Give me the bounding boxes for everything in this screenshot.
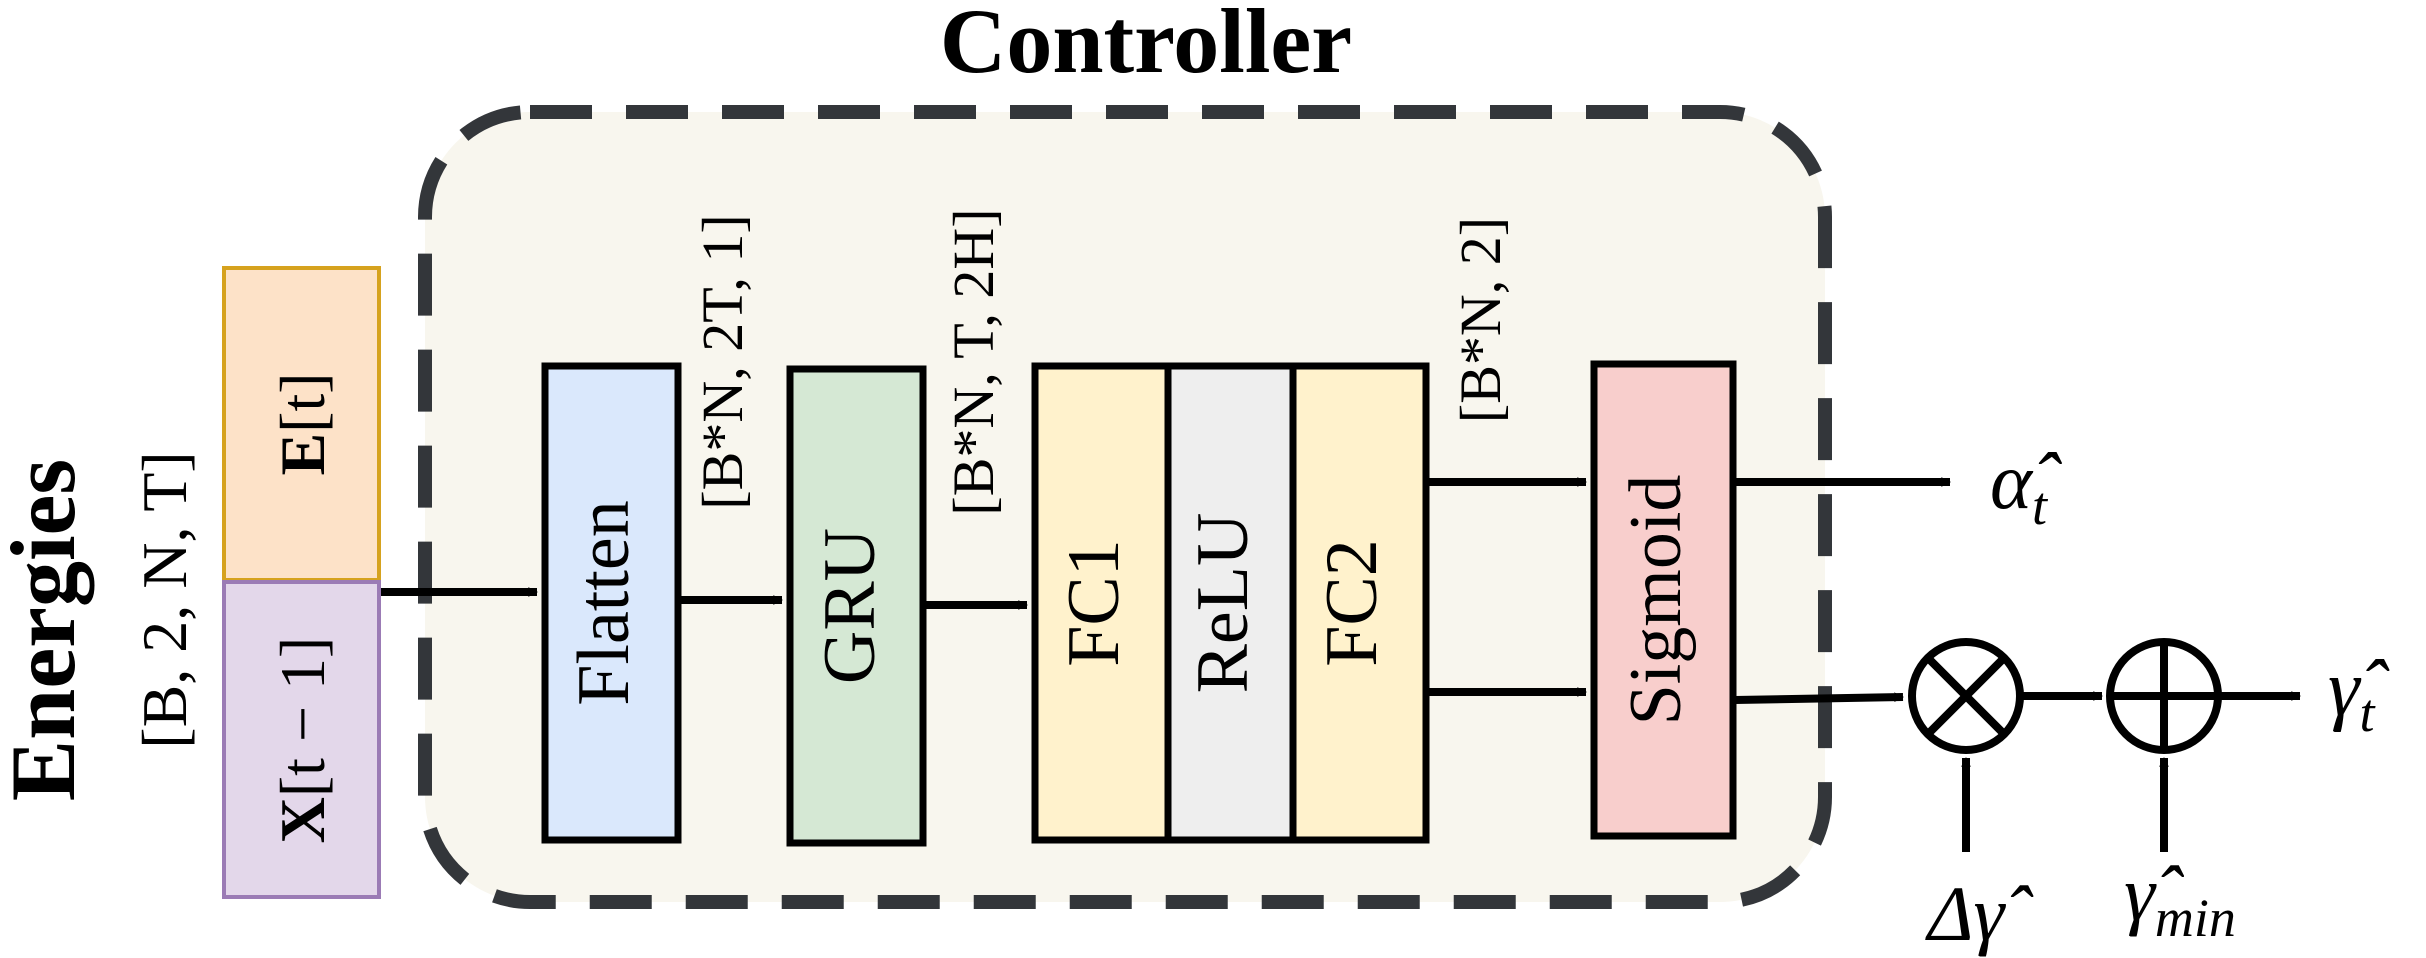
gamma-output: γ̂t — [2328, 645, 2390, 743]
energies-label: Energies — [0, 459, 94, 801]
fc2-label: FC2 — [1311, 539, 1393, 667]
energy-x-box — [222, 580, 381, 899]
controller-title: Controller — [940, 0, 1352, 92]
delta-gamma-label: Δγ̂ — [1925, 870, 2035, 957]
fc1-block — [1031, 362, 1172, 844]
gamma-min-label: γ̂min — [2124, 850, 2236, 948]
energy-x-label: X[t − 1] — [267, 637, 338, 844]
fc1-label: FC1 — [1053, 539, 1135, 667]
relu-block — [1164, 362, 1297, 844]
relu-label: ReLU — [1182, 513, 1264, 694]
shape-after-gru: [B*N, T, 2H] — [941, 208, 1006, 515]
fc2-block — [1289, 362, 1430, 844]
multiply-cross-b — [1925, 655, 2007, 737]
energies-shape: [B, 2, N, T] — [129, 451, 200, 748]
shape-after-fc2: [B*N, 2] — [1448, 217, 1513, 423]
shape-after-flatten: [B*N, 2T, 1] — [690, 214, 755, 509]
gru-label: GRU — [809, 528, 891, 684]
gru-block — [786, 365, 927, 847]
sigmoid-block — [1590, 360, 1737, 840]
energy-e-label: E[t] — [267, 372, 338, 475]
flatten-label: Flatten — [563, 500, 645, 706]
arrow-sigmoid-multiply — [1734, 692, 1904, 704]
sigmoid-label: Sigmoid — [1615, 475, 1697, 726]
alpha-output: α̂t — [1990, 438, 2062, 536]
energy-e-box — [222, 266, 381, 582]
flatten-block — [541, 362, 682, 844]
